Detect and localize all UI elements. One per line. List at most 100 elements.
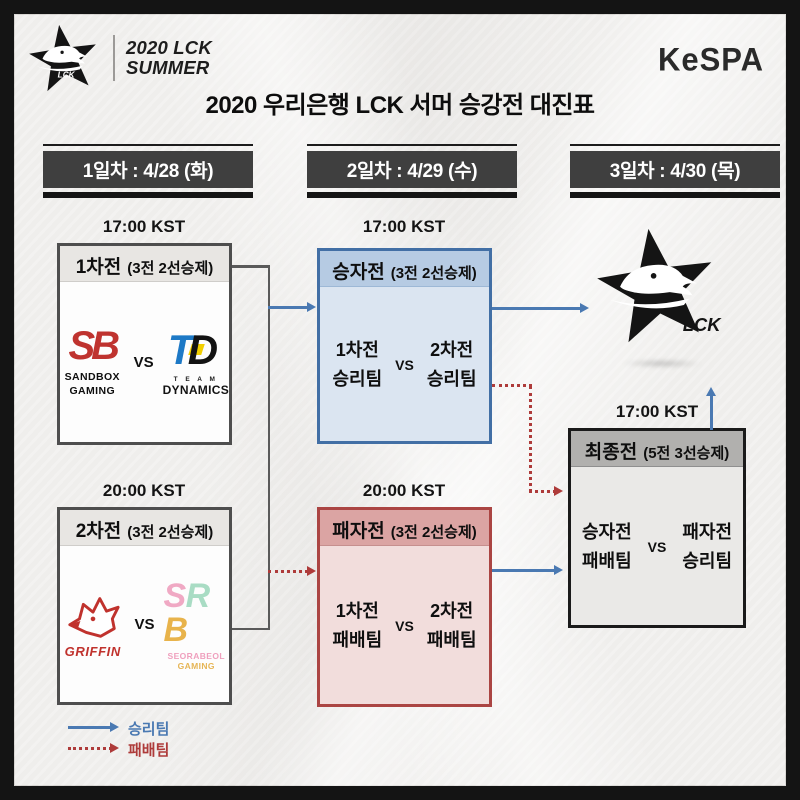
team-seorabeol: S R B SEORABEOL GAMING <box>164 579 229 671</box>
team-griffin: GRIFFIN <box>60 591 125 659</box>
winners-right-line2: 승리팀 <box>426 368 477 389</box>
final-arrow-to-lck-head <box>706 387 716 396</box>
winner-arrow-to-final-head <box>554 565 563 575</box>
day3-top-line <box>570 144 780 146</box>
day2-label: 2일차 : 4/29 (수) <box>307 151 517 188</box>
legend-winner-arrow-line <box>68 726 112 729</box>
lck-logo-large: LCK <box>592 224 722 346</box>
round2-format: (3전 2선승제) <box>127 524 214 541</box>
lck-logo-small-text: LCK <box>58 71 76 80</box>
losers-box: 패자전 (3전 2선승제) 1차전 패배팀 VS 2차전 패배팀 <box>317 507 492 707</box>
winners-name: 승자전 <box>332 262 385 283</box>
round1-header: 1차전 (3전 2선승제) <box>60 246 229 282</box>
round2-vs: VS <box>134 616 155 633</box>
final-left-line1: 승자전 <box>581 521 632 542</box>
seorabeol-logo-s: S <box>163 576 187 615</box>
losers-format: (3전 2선승제) <box>390 524 477 541</box>
winners-left: 1차전 승리팀 <box>332 336 382 394</box>
griffin-name: GRIFFIN <box>64 643 121 659</box>
round2-time: 20:00 KST <box>102 481 186 500</box>
losers-vs: VS <box>395 617 414 634</box>
winners-vs: VS <box>395 356 414 373</box>
losers-matchup: 1차전 패배팀 VS 2차전 패배팀 <box>332 597 476 655</box>
round2-header: 2차전 (3전 2선승제) <box>60 510 229 546</box>
losers-time: 20:00 KST <box>362 481 446 500</box>
dynamics-logo: T D <box>166 326 226 373</box>
event-line1: 2020 LCK <box>126 36 212 58</box>
winners-body: 1차전 승리팀 VS 2차전 승리팀 <box>320 288 489 441</box>
final-right-line1: 패자전 <box>682 521 733 542</box>
kespa-logo: KeSPA <box>658 41 765 78</box>
day2-top-line <box>307 144 517 146</box>
day1-bottom-line <box>43 192 253 198</box>
winners-matchup: 1차전 승리팀 VS 2차전 승리팀 <box>332 336 476 394</box>
round1-format: (3전 2선승제) <box>127 260 214 277</box>
legend-winner-label: 승리팀 <box>128 721 170 738</box>
team-sandbox: SB SANDBOX GAMING <box>60 326 125 398</box>
winners-header: 승자전 (3전 2선승제) <box>320 251 489 287</box>
final-right-line2: 승리팀 <box>682 550 733 571</box>
losers-body: 1차전 패배팀 VS 2차전 패배팀 <box>320 547 489 704</box>
day-header-2: 2일차 : 4/29 (수) <box>307 144 517 198</box>
lck-logo-small: LCK <box>26 22 102 93</box>
winner-arrow-to-lck-line <box>492 307 582 310</box>
winners-right-line1: 2차전 <box>430 339 474 360</box>
sandbox-name-line1: SANDBOX <box>64 371 120 384</box>
loser-arrow-to-final-head <box>554 486 563 496</box>
legend-loser-label: 패배팀 <box>128 742 170 759</box>
day1-top-line <box>43 144 253 146</box>
lck-logo-large-text: LCK <box>683 314 722 335</box>
losers-name: 패자전 <box>332 521 385 542</box>
round2-box: 2차전 (3전 2선승제) GRIFFIN VS S R <box>57 507 232 705</box>
final-body: 승자전 패배팀 VS 패자전 승리팀 <box>571 468 743 625</box>
bracket-line-top <box>232 265 270 268</box>
losers-left-line2: 패배팀 <box>332 629 383 650</box>
winners-format: (3전 2선승제) <box>390 265 477 282</box>
winners-left-line1: 1차전 <box>335 339 379 360</box>
final-time: 17:00 KST <box>615 402 699 421</box>
seorabeol-name-line2: GAMING <box>177 660 215 671</box>
round2-body: GRIFFIN VS S R B SEORABEOL GAMING <box>60 547 229 702</box>
winners-box: 승자전 (3전 2선승제) 1차전 승리팀 VS 2차전 승리팀 <box>317 248 492 444</box>
losers-header: 패자전 (3전 2선승제) <box>320 510 489 546</box>
winner-arrow-to-winners-line <box>268 306 308 309</box>
winner-arrow-to-lck-head <box>580 303 589 313</box>
winners-right: 2차전 승리팀 <box>427 336 477 394</box>
losers-right-line1: 2차전 <box>430 600 474 621</box>
sandbox-name: SANDBOX GAMING <box>65 371 120 398</box>
round1-vs: VS <box>133 354 154 371</box>
final-left: 승자전 패배팀 <box>582 518 632 576</box>
seorabeol-logo: S R B <box>164 579 229 647</box>
round1-body: SB SANDBOX GAMING VS T D T E A M DYNAMIC… <box>60 283 229 442</box>
final-matchup: 승자전 패배팀 VS 패자전 승리팀 <box>582 518 732 576</box>
final-vs: VS <box>647 538 667 555</box>
bracket-line-bottom <box>232 627 270 630</box>
final-right: 패자전 승리팀 <box>682 518 732 576</box>
losers-left-line1: 1차전 <box>335 600 379 621</box>
seorabeol-name-line1: SEORABEOL <box>167 650 225 661</box>
winner-arrow-to-winners-head <box>307 302 316 312</box>
round1-box: 1차전 (3전 2선승제) SB SANDBOX GAMING VS T D <box>57 243 232 445</box>
legend-loser-arrow-head <box>110 743 119 753</box>
final-left-line2: 패배팀 <box>581 550 632 571</box>
brand-divider <box>113 35 115 81</box>
final-name: 최종전 <box>584 442 638 463</box>
loser-arrow-to-losers-line <box>268 570 308 573</box>
winners-time: 17:00 KST <box>362 217 446 236</box>
final-box: 최종전 (5전 3선승제) 승자전 패배팀 VS 패자전 승리팀 <box>568 428 746 628</box>
bracket-canvas: LCK 2020 LCK SUMMER KeSPA 2020 우리은행 LCK … <box>14 14 786 786</box>
day-header-3: 3일차 : 4/30 (목) <box>570 144 780 198</box>
bracket-line-vertical <box>267 265 270 630</box>
round1-time: 17:00 KST <box>102 217 186 236</box>
day3-label: 3일차 : 4/30 (목) <box>570 151 780 188</box>
event-line2: SUMMER <box>126 57 210 78</box>
seorabeol-logo-r: R <box>185 576 210 615</box>
losers-right: 2차전 패배팀 <box>427 597 477 655</box>
round1-name: 1차전 <box>75 257 122 278</box>
round2-name: 2차전 <box>75 521 122 542</box>
team-dynamics: T D T E A M DYNAMICS <box>163 326 229 397</box>
seorabeol-logo-b: B <box>163 610 188 649</box>
final-header: 최종전 (5전 3선승제) <box>571 431 743 467</box>
sandbox-name-line2: GAMING <box>69 385 116 397</box>
